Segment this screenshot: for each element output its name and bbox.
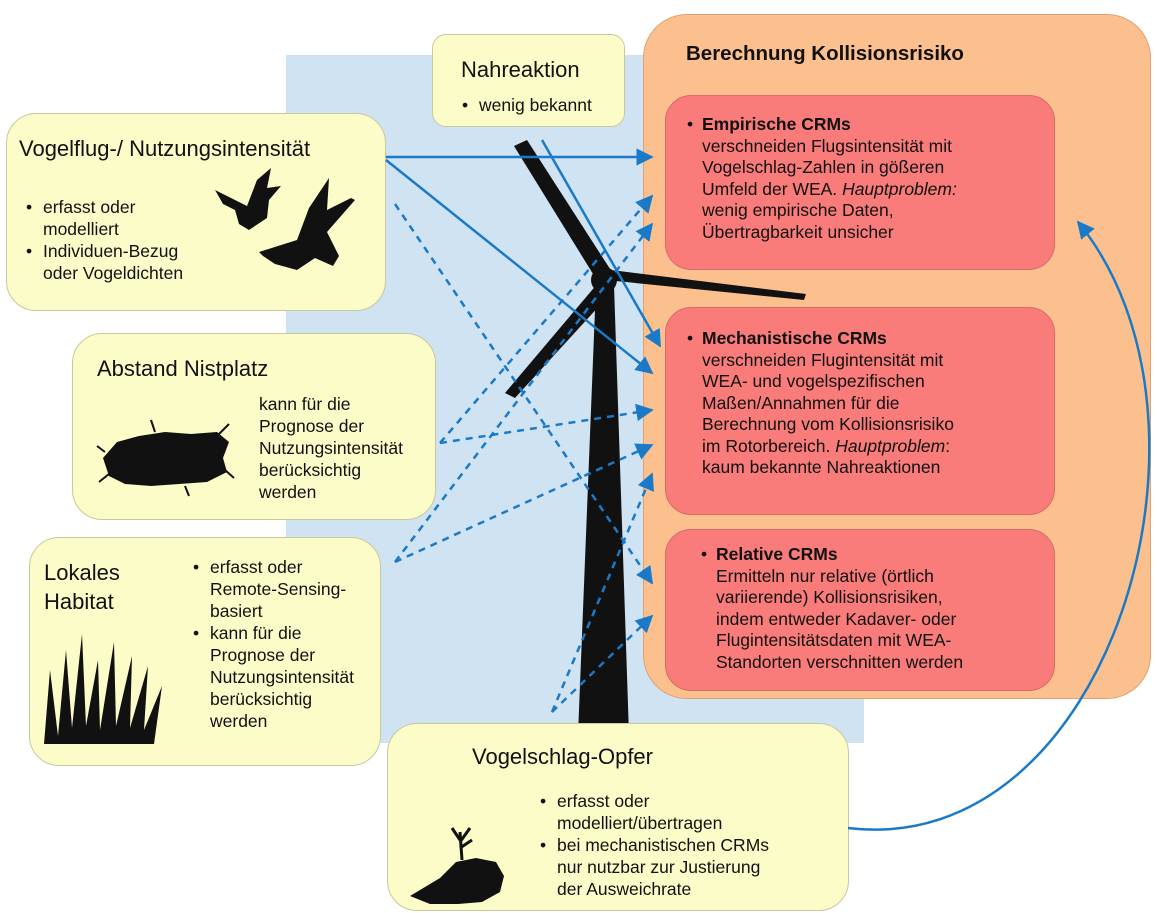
mechanistische-hauptproblem: Hauptproblem bbox=[835, 435, 946, 456]
opfer-item: bei mechanistischen CRMs bbox=[557, 835, 770, 855]
empirische-line: Umfeld der WEA. bbox=[702, 178, 838, 199]
nahreaktion-box: Nahreaktion wenig bekannt bbox=[432, 34, 625, 127]
birds-silhouette-icon bbox=[215, 168, 355, 270]
habitat-item: berücksichtig bbox=[210, 689, 313, 709]
empirische-line: wenig empirische Daten, bbox=[702, 200, 894, 220]
opfer-item: modelliert/übertragen bbox=[557, 813, 723, 833]
lokales-habitat-box: Lokales Habitat erfasst oderRemote-Sensi… bbox=[29, 537, 381, 766]
empirische-line: verschneiden Flugsintensität mit bbox=[702, 135, 952, 156]
relative-crms-box: •Relative CRMs Ermitteln nur relative (ö… bbox=[665, 529, 1055, 691]
habitat-item: Remote-Sensing- bbox=[210, 579, 347, 599]
vogelflug-box: Vogelflug-/ Nutzungsintensität erfasst o… bbox=[6, 113, 386, 311]
relative-line: variierende) Kollisionsrisiken, bbox=[716, 587, 943, 607]
opfer-item: nur nutzbar zur Justierung bbox=[557, 857, 761, 877]
vogelflug-item: erfasst oder bbox=[43, 197, 136, 217]
nest-silhouette-icon bbox=[96, 419, 235, 497]
abstand-nistplatz-box: Abstand Nistplatz kann für die Prognose … bbox=[72, 333, 436, 520]
abstand-line: Nutzungsintensität bbox=[259, 438, 403, 458]
mechanistische-line: Maßen/Annahmen für die bbox=[702, 392, 900, 413]
abstand-line: Prognose der bbox=[259, 416, 365, 436]
relative-line: Ermitteln nur relative (örtlich bbox=[716, 565, 934, 586]
relative-line: indem entweder Kadaver- oder bbox=[716, 608, 957, 629]
empirische-line: Vogelschlag-Zahlen in gößeren bbox=[702, 157, 945, 177]
opfer-item: erfasst oder bbox=[557, 791, 650, 811]
relative-heading: Relative CRMs bbox=[716, 544, 838, 564]
nahreaktion-title: Nahreaktion bbox=[461, 57, 580, 82]
habitat-item: werden bbox=[210, 711, 268, 731]
vogelflug-item: oder Vogeldichten bbox=[43, 263, 184, 283]
relative-line: Flugintensitätsdaten mit WEA- bbox=[716, 630, 952, 650]
mechanistische-colon: : bbox=[945, 435, 951, 456]
vogelflug-title: Vogelflug-/ Nutzungsintensität bbox=[19, 136, 311, 161]
mechanistische-heading: Mechanistische CRMs bbox=[702, 328, 887, 348]
empirische-hauptproblem: Hauptproblem: bbox=[842, 178, 957, 199]
abstand-title: Abstand Nistplatz bbox=[97, 356, 269, 381]
grass-silhouette-icon bbox=[44, 634, 162, 744]
nahreaktion-list: wenig bekannt bbox=[457, 94, 592, 116]
mechanistische-line: im Rotorbereich. bbox=[702, 435, 831, 456]
habitat-title: Habitat bbox=[44, 589, 114, 614]
empirische-line: Übertragbarkeit unsicher bbox=[702, 221, 894, 242]
opfer-title: Vogelschlag-Opfer bbox=[472, 744, 653, 769]
vogelschlag-opfer-box: Vogelschlag-Opfer erfasst odermodelliert… bbox=[387, 723, 849, 911]
empirische-heading: Empirische CRMs bbox=[702, 114, 851, 134]
mechanistische-line: verschneiden Flugintensität mit bbox=[702, 349, 944, 370]
nahreaktion-item: wenig bekannt bbox=[462, 94, 592, 116]
mechanistische-line: WEA- und vogelspezifischen bbox=[702, 371, 925, 391]
berechnung-title: Berechnung Kollisionsrisiko bbox=[686, 42, 964, 65]
abstand-line: werden bbox=[259, 482, 317, 502]
empirische-crms-box: •Empirische CRMs verschneiden Flugsinten… bbox=[665, 95, 1055, 270]
abstand-line: kann für die bbox=[259, 394, 351, 414]
vogelflug-item: Individuen-Bezug bbox=[43, 241, 179, 261]
opfer-item: der Ausweichrate bbox=[557, 879, 692, 899]
dead-bird-icon bbox=[410, 827, 504, 904]
vogelflug-item: modelliert bbox=[43, 219, 119, 239]
relative-line: Standorten verschnitten werden bbox=[716, 651, 964, 672]
habitat-item: Nutzungsintensität bbox=[210, 667, 354, 687]
mechanistische-line: kaum bekannte Nahreaktionen bbox=[702, 457, 941, 477]
habitat-title: Lokales bbox=[44, 560, 120, 585]
habitat-item: Prognose der bbox=[210, 645, 316, 665]
abstand-line: berücksichtig bbox=[259, 460, 362, 480]
habitat-item: basiert bbox=[210, 601, 263, 621]
habitat-item: erfasst oder bbox=[210, 557, 303, 577]
mechanistische-line: Berechnung vom Kollisionsrisiko bbox=[702, 414, 954, 434]
habitat-item: kann für die bbox=[210, 623, 302, 643]
mechanistische-crms-box: •Mechanistische CRMs verschneiden Flugin… bbox=[665, 307, 1055, 515]
